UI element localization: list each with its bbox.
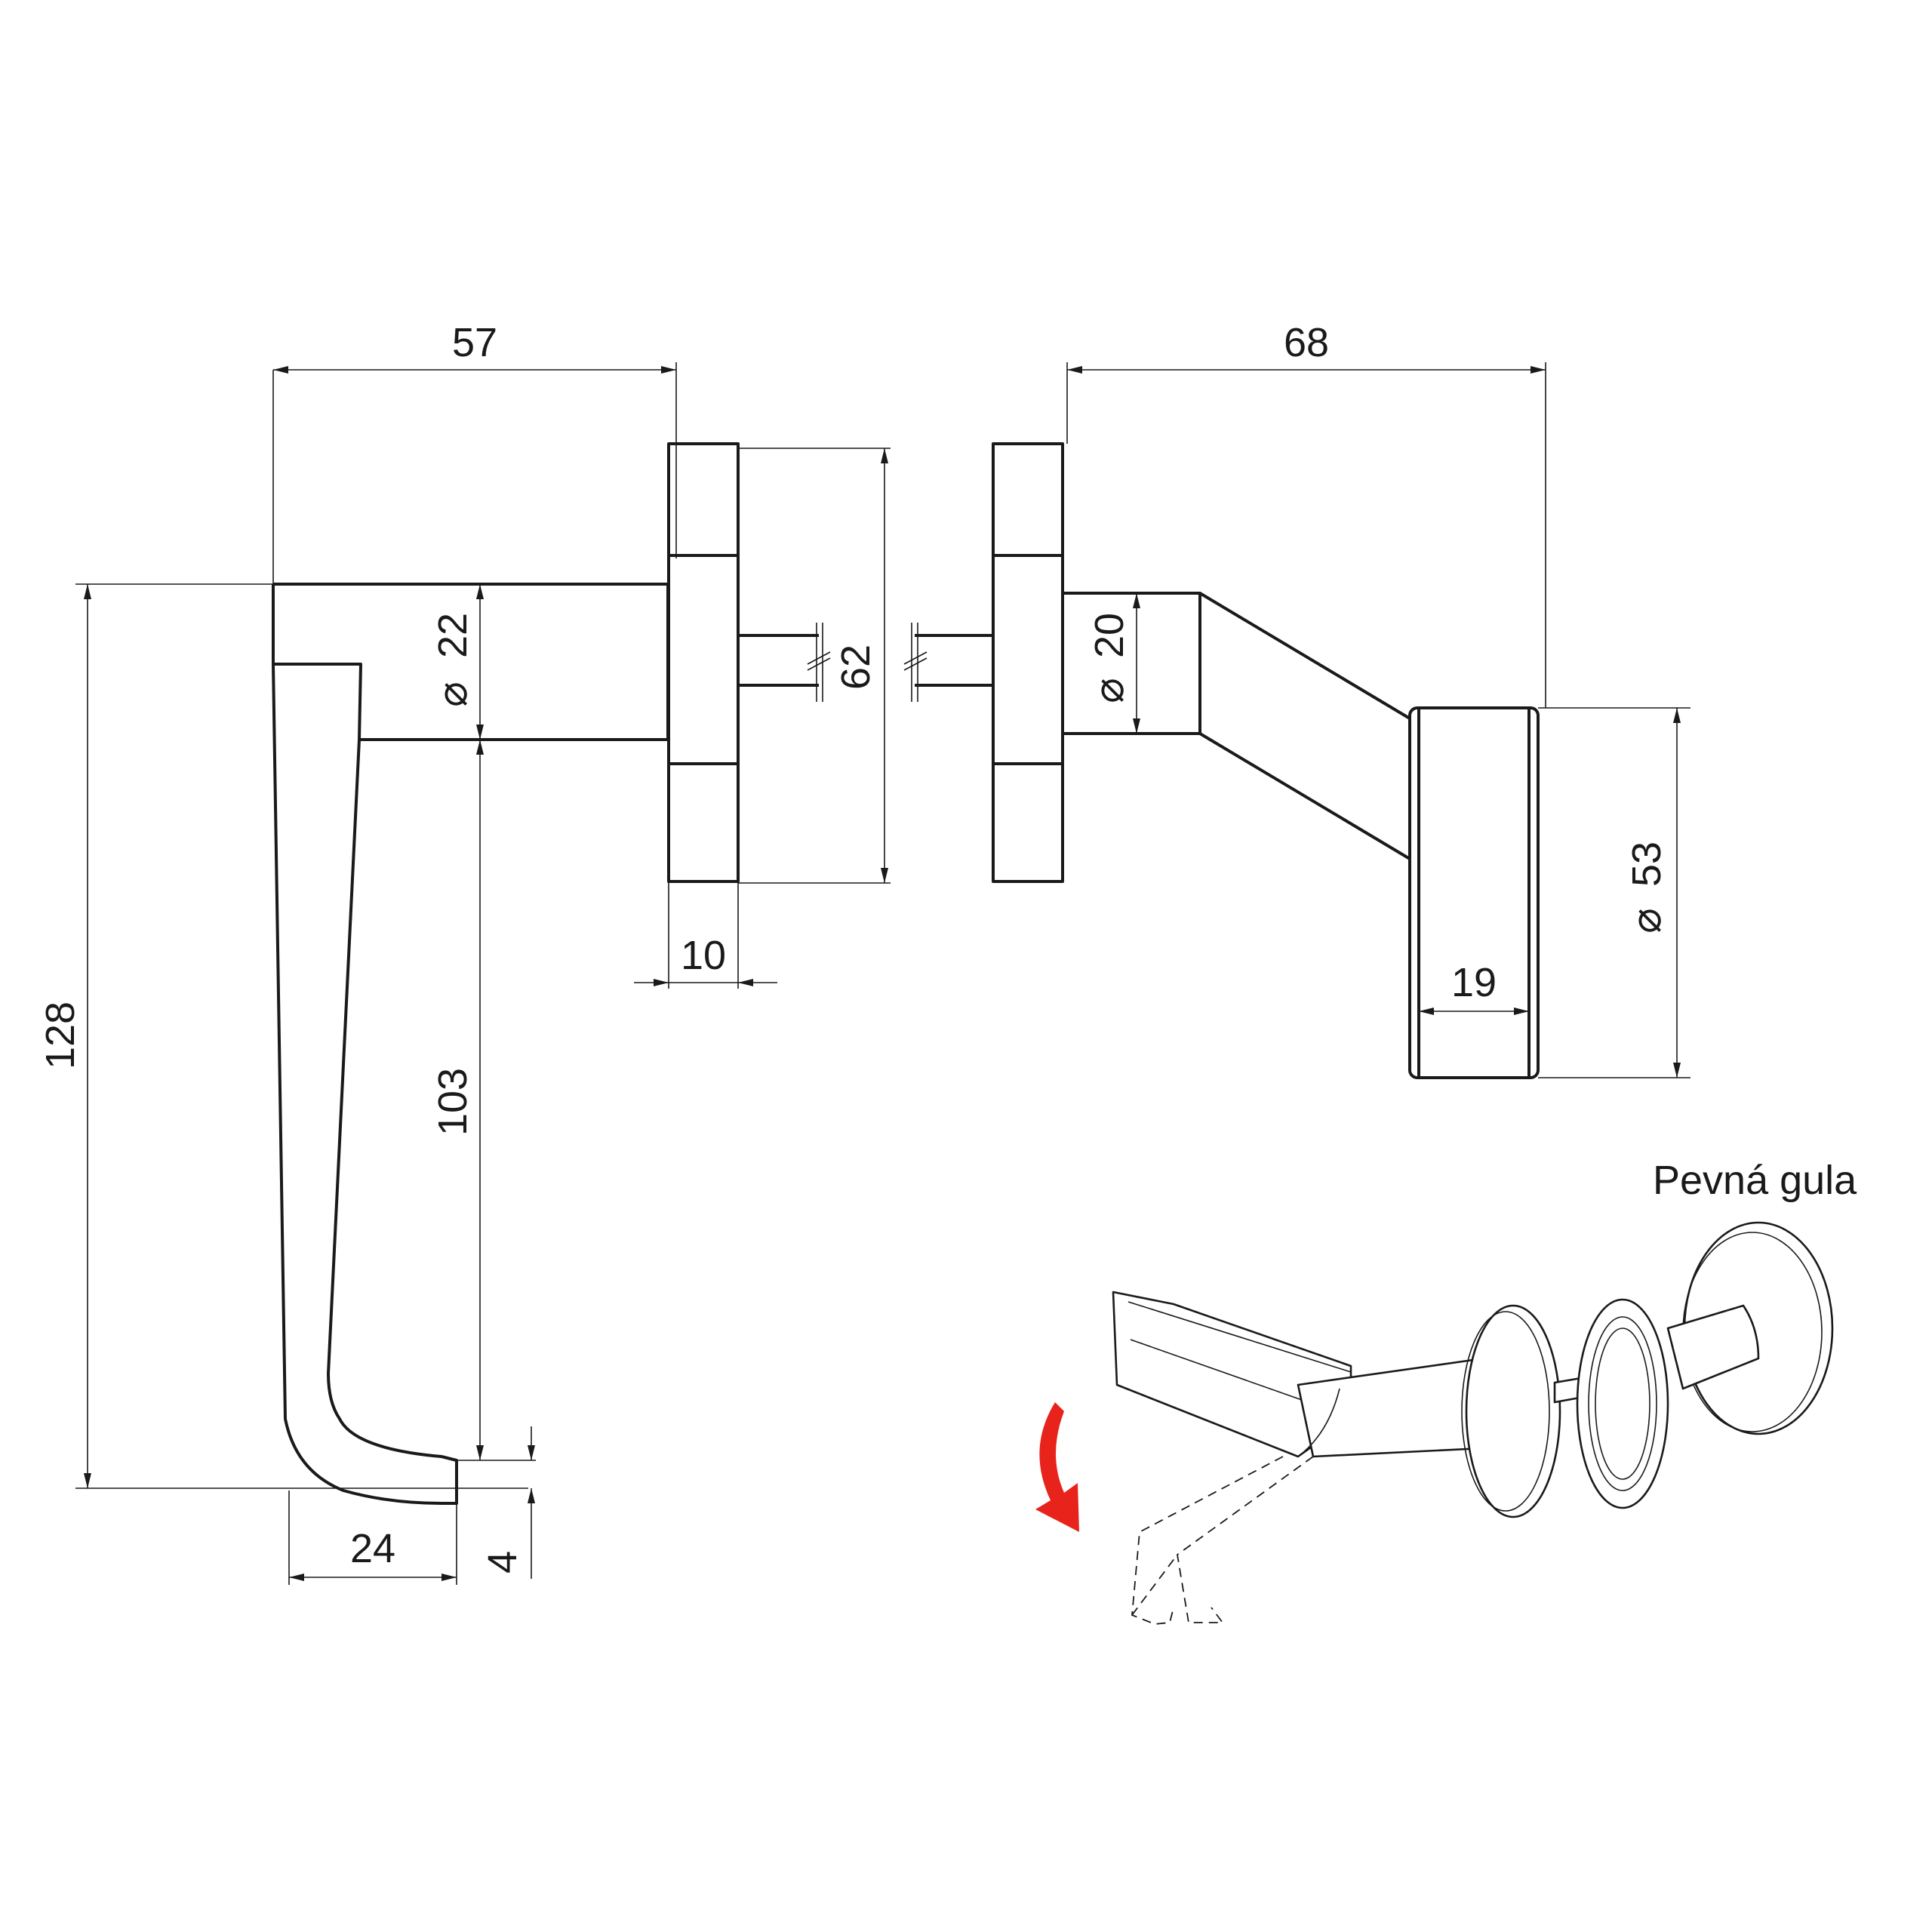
dim-22-diameter-symbol: ⌀ — [428, 681, 477, 707]
dim-19-label: 19 — [1451, 960, 1497, 1005]
knob-side-view — [903, 442, 1540, 1079]
dimension-57: 57 — [272, 320, 677, 584]
dimension-103: 103 — [430, 740, 536, 1461]
dimension-68: 68 — [1066, 320, 1546, 708]
dim-22-label: 22 — [430, 613, 475, 658]
dimension-53: ⌀ 53 — [1538, 707, 1690, 1078]
iso-inner-ring — [1576, 1298, 1669, 1509]
dimension-19: 19 — [1419, 960, 1529, 1015]
curved-arrow-down-icon — [1035, 1402, 1079, 1532]
isometric-view — [1035, 1221, 1834, 1625]
dim-103-label: 103 — [430, 1068, 475, 1136]
dim-20-diameter-symbol: ⌀ — [1084, 678, 1134, 703]
knob-rosette — [992, 442, 1064, 883]
iso-knob-stem — [1666, 1304, 1760, 1390]
knob-disk — [1408, 706, 1540, 1079]
dimension-128: 128 — [38, 583, 528, 1489]
dimension-4: 4 — [480, 1426, 535, 1579]
handle-side-view — [272, 442, 831, 1505]
dim-24-label: 24 — [350, 1526, 395, 1571]
dim-128-label: 128 — [38, 1001, 83, 1069]
dim-4-label: 4 — [480, 1551, 525, 1574]
dimension-22: ⌀ 22 — [428, 584, 484, 740]
dim-10-label: 10 — [681, 933, 726, 978]
dim-20-label: 20 — [1087, 613, 1132, 658]
handle-rosette — [667, 442, 740, 883]
fixed-knob-label: Pevná gula — [1653, 1158, 1857, 1203]
dim-53-label: 53 — [1624, 841, 1669, 887]
iso-oval-rosette — [1465, 1304, 1561, 1518]
dim-57-label: 57 — [452, 320, 497, 365]
dim-62-label: 62 — [833, 645, 878, 690]
dimension-62: 62 — [738, 448, 891, 884]
dim-68-label: 68 — [1284, 320, 1329, 365]
iso-lever-rotated-ghost — [1131, 1456, 1314, 1625]
dimension-24: 24 — [288, 1491, 457, 1585]
handle-lever-outline — [272, 583, 669, 1505]
dimension-20: ⌀ 20 — [1084, 593, 1140, 734]
dim-53-diameter-symbol: ⌀ — [1622, 908, 1671, 934]
dimension-10: 10 — [634, 881, 777, 989]
